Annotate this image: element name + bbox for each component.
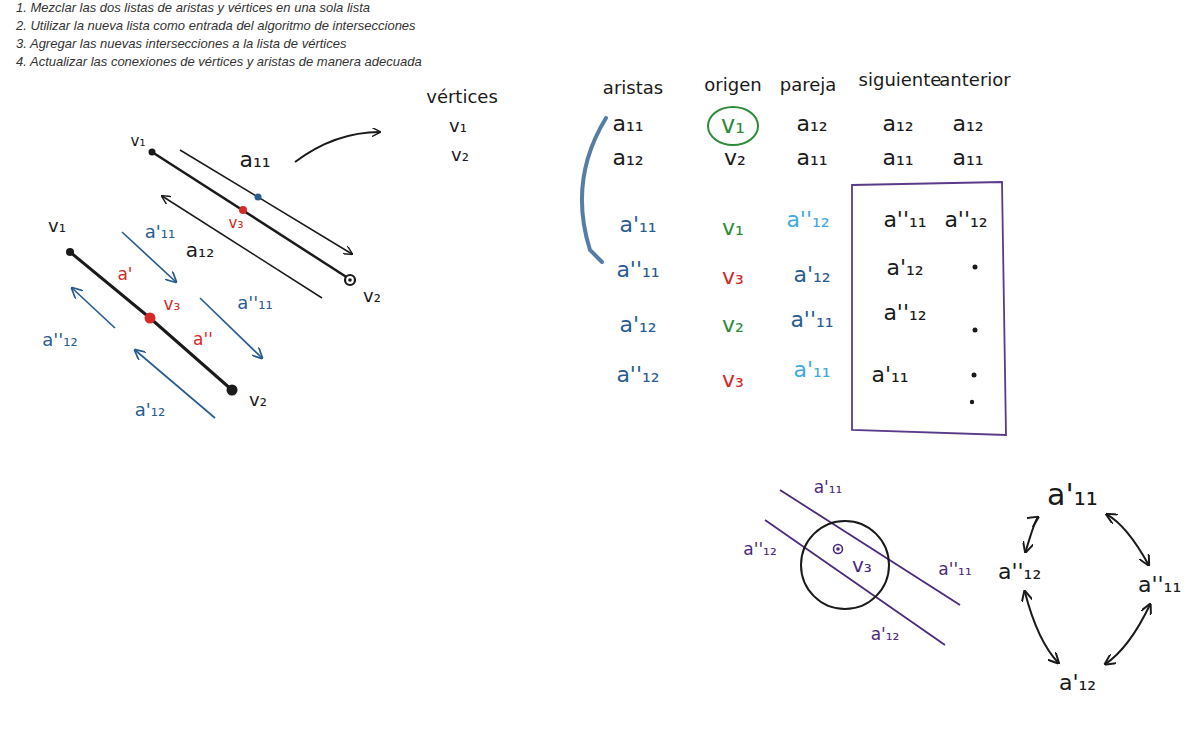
- edge-label: a''₁₂: [743, 540, 776, 560]
- table-cell: a''₁₁: [883, 207, 926, 232]
- table-cell: a'₁₂: [793, 262, 830, 287]
- table-cell: v₂: [722, 312, 744, 337]
- vertex-entry: v₁: [449, 116, 467, 137]
- table-cell: a₁₁: [882, 145, 913, 170]
- table-cell: a''₁₂: [883, 300, 926, 325]
- vertex-label: v₂: [363, 286, 381, 307]
- table-cell: a₁₁: [952, 145, 983, 170]
- table-cell: v₃: [722, 264, 744, 289]
- edge-label: a'₁₂: [871, 625, 900, 645]
- table-cell: a'₁₁: [793, 357, 830, 382]
- cycle-arrow: [1026, 517, 1039, 552]
- segment-sketch-split: [66, 232, 262, 418]
- table-cell: a'₁₁: [619, 212, 656, 237]
- cycle-edge: a''₁₁: [1134, 570, 1185, 599]
- table-cell: a₁₁: [612, 111, 643, 136]
- edge-label: a'₁₂: [135, 400, 165, 421]
- edge-label: a''₁₁: [237, 293, 272, 314]
- table-cell: a₁₁: [796, 145, 827, 170]
- vertex-label: v₃: [229, 215, 244, 232]
- table-cell: a₁₂: [612, 145, 643, 170]
- vertex-label: v₂: [249, 390, 267, 411]
- node-text: v₃: [852, 554, 872, 577]
- cycle-arrow: [1107, 514, 1149, 565]
- cycle-edge: a''₁₂: [994, 557, 1045, 586]
- cycle-edge: a'₁₂: [1055, 668, 1100, 697]
- edge-label: a₁₂: [186, 239, 214, 262]
- list-heading: vértices: [426, 87, 498, 108]
- table-cell: a'₁₂: [619, 312, 656, 337]
- column-header: anterior: [939, 70, 1010, 91]
- step-text: 3. Agregar las nuevas intersecciones a l…: [16, 37, 346, 52]
- vertex-circle: v₃: [800, 520, 890, 610]
- node-text: a''₁₁: [1138, 572, 1181, 597]
- edge-label: a'₁₁: [814, 478, 843, 498]
- column-header: origen: [704, 75, 761, 96]
- edge-label: a''₁₁: [938, 560, 971, 580]
- edge-label: a': [117, 265, 132, 285]
- pending-dots: [970, 265, 978, 405]
- step-text: 2. Utilizar la nueva lista como entrada …: [16, 19, 416, 34]
- table-cell: a''₁₂: [944, 207, 987, 232]
- table-cell: v₁: [722, 215, 744, 240]
- table-cell: a'₁₁: [871, 362, 908, 387]
- vertex-label: v₃: [164, 295, 181, 315]
- edge-label: a'₁₁: [145, 222, 175, 243]
- vertex-label: v₁: [131, 133, 146, 150]
- table-cell: a''₁₁: [790, 307, 833, 332]
- node-text: a'₁₂: [1059, 670, 1096, 695]
- table-bracket: [582, 118, 606, 262]
- cycle-arrow: [1025, 591, 1059, 663]
- table-cell: a''₁₁: [616, 257, 659, 282]
- vertex-entry: v₂: [451, 145, 469, 166]
- cycle-arrow: [1105, 604, 1150, 664]
- table-cell: a''₁₂: [786, 207, 829, 232]
- table-cell: a'₁₂: [886, 255, 923, 280]
- column-header: pareja: [780, 75, 837, 96]
- edge-label: a''₁₂: [42, 330, 77, 351]
- node-text: v₁: [721, 111, 745, 139]
- table-cell: v₂: [724, 145, 746, 170]
- edge-label: a'': [193, 330, 213, 350]
- step-text: 4. Actualizar las conexiones de vértices…: [16, 55, 422, 70]
- table-cell: a₁₂: [796, 111, 827, 136]
- column-header: aristas: [603, 78, 663, 99]
- table-cell: a₁₂: [952, 111, 983, 136]
- table-cell: a₁₂: [882, 111, 913, 136]
- highlight-box: [852, 182, 1006, 435]
- edge-label: a₁₁: [239, 147, 270, 172]
- table-cell: v₃: [722, 367, 744, 392]
- column-header: siguiente: [859, 70, 942, 91]
- vertex-neighbourhood: [765, 490, 960, 645]
- node-text: a''₁₂: [998, 559, 1041, 584]
- circled-origin: v₁: [707, 106, 759, 146]
- segment-sketch-top: [149, 132, 381, 298]
- step-text: 1. Mezclar las dos listas de aristas y v…: [16, 1, 370, 16]
- table-cell: a''₁₂: [616, 362, 659, 387]
- vertex-label: v₁: [48, 216, 66, 237]
- node-text: a'₁₁: [1047, 477, 1098, 512]
- cycle-edge: a'₁₁: [1043, 476, 1102, 515]
